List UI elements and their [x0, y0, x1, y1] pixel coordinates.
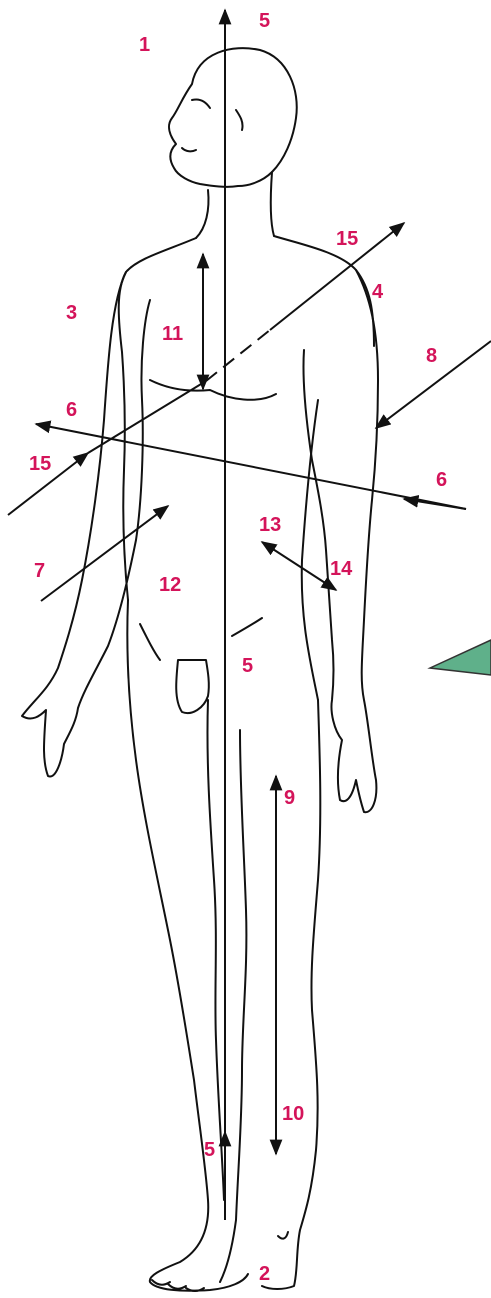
label-8: 8	[426, 346, 437, 366]
label-1: 1	[139, 35, 150, 55]
label-5-top: 5	[259, 11, 270, 31]
label-15-upper: 15	[336, 229, 358, 249]
label-7: 7	[34, 561, 45, 581]
arrow-6-head	[404, 499, 466, 509]
right-hip-crease	[232, 618, 262, 636]
right-shoulder	[274, 236, 374, 346]
green-shape-fragment	[430, 640, 491, 675]
label-5-middle: 5	[242, 656, 253, 676]
label-6-right: 6	[436, 470, 447, 490]
label-11: 11	[162, 324, 183, 344]
ankle-mark	[278, 1232, 288, 1239]
inner-left-leg	[207, 700, 224, 1200]
neck-right	[271, 172, 274, 236]
eyebrow	[192, 99, 210, 108]
label-14: 14	[330, 559, 352, 579]
left-leg-outline	[127, 600, 248, 1291]
label-2: 2	[259, 1264, 270, 1284]
chest-line	[150, 380, 276, 400]
left-hip-crease	[140, 624, 160, 660]
label-9: 9	[284, 788, 295, 808]
label-5-bottom: 5	[204, 1140, 215, 1160]
label-15-lower: 15	[29, 454, 51, 474]
torso-outline	[119, 238, 196, 600]
label-4: 4	[372, 282, 383, 302]
neck-left	[196, 190, 209, 238]
label-10: 10	[282, 1104, 304, 1124]
label-12: 12	[159, 575, 181, 595]
label-3: 3	[66, 303, 77, 323]
right-arm-outline	[303, 270, 378, 812]
label-13: 13	[259, 515, 281, 535]
ear	[236, 110, 243, 130]
head-outline	[169, 48, 297, 187]
dashed-plane-line	[206, 330, 270, 381]
label-6-left: 6	[66, 400, 77, 420]
genital-outline	[176, 660, 209, 713]
mouth	[182, 148, 196, 151]
arrow-7	[41, 506, 168, 601]
arrow-13-14	[262, 542, 336, 590]
toes	[152, 1280, 204, 1291]
